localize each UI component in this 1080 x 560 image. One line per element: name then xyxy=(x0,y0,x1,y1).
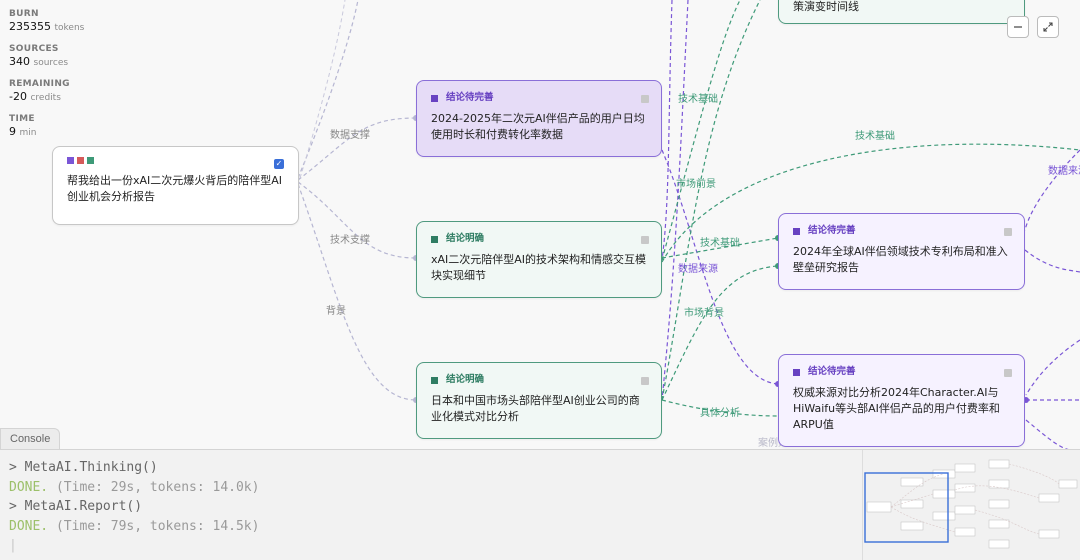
stat-remaining-label: REMAINING xyxy=(9,79,70,89)
console-detail: (Time: 29s, tokens: 14.0k) xyxy=(55,479,260,495)
console-status: DONE. xyxy=(9,518,49,534)
research-node-user-data[interactable]: 结论待完善 2024-2025年二次元AI伴侣产品的用户日均使用时长和付费转化率… xyxy=(416,80,662,157)
node-status: 结论待完善 xyxy=(446,92,494,103)
edge-root-node3 xyxy=(297,183,417,401)
edge-purple-5 xyxy=(1024,149,1080,231)
console-tab[interactable]: Console xyxy=(0,428,60,449)
stat-time-value: 9 xyxy=(9,125,16,138)
edge-label-data-support: 数据支撑 xyxy=(330,128,370,141)
edge-purple-3 xyxy=(661,0,689,401)
node-text: 2024年全球AI伴侣领域技术专利布局和准入壁垒研究报告 xyxy=(793,245,1008,274)
edge-label-data-source-2: 数据来源 xyxy=(1048,164,1080,177)
console-command: MetaAI.Thinking() xyxy=(24,460,158,475)
edge-label-tech-support: 技术支撑 xyxy=(330,233,370,246)
edge-purple-7 xyxy=(1025,339,1080,396)
edge-label-data-source-1: 数据来源 xyxy=(678,262,718,275)
node-text: 权威来源对比分析2024年Character.AI与HiWaifu等头部AI伴侣… xyxy=(793,386,1000,431)
stat-sources-label: SOURCES xyxy=(9,44,59,54)
edge-green-1 xyxy=(661,0,741,261)
stat-remaining-value: -20 xyxy=(9,90,27,103)
edge-root-up xyxy=(297,0,359,179)
graph-canvas[interactable]: 数据支撑 技术支撑 背景 技术基础 技术基础 技术基础 市场前景 数据来源 数据… xyxy=(0,0,1080,450)
console-status: DONE. xyxy=(9,479,49,495)
expand-icon xyxy=(1043,22,1053,32)
stat-sources: SOURCES 340 sources xyxy=(9,44,99,70)
node-status: 结论待完善 xyxy=(808,366,856,377)
status-square-icon xyxy=(793,227,800,235)
graph-minimap[interactable] xyxy=(862,450,1080,560)
research-node-policy-timeline[interactable]: 策演变时间线 xyxy=(778,0,1025,24)
research-node-tech-architecture[interactable]: 结论明确 xAI二次元陪伴型AI的技术架构和情感交互模块实现细节 xyxy=(416,221,662,298)
edge-green-4 xyxy=(661,399,779,417)
edge-green-3 xyxy=(661,265,779,401)
stat-burn-value: 235355 xyxy=(9,20,51,33)
node-text: xAI二次元陪伴型AI的技术架构和情感交互模块实现细节 xyxy=(431,253,647,282)
document-icon[interactable] xyxy=(641,377,649,385)
research-node-patent-layout[interactable]: 结论待完善 2024年全球AI伴侣领域技术专利布局和准入壁垒研究报告 xyxy=(778,213,1025,290)
stat-burn-unit: tokens xyxy=(54,23,85,33)
stat-remaining-unit: credits xyxy=(30,93,61,103)
console-cursor[interactable]: | xyxy=(9,538,17,553)
node-text: 策演变时间线 xyxy=(793,0,859,13)
research-node-arpu-comparison[interactable]: 结论待完善 权威来源对比分析2024年Character.AI与HiWaifu等… xyxy=(778,354,1025,447)
edge-root-up2 xyxy=(299,0,346,179)
status-square-icon xyxy=(431,94,438,102)
document-icon[interactable] xyxy=(1004,228,1012,236)
stat-burn-label: BURN xyxy=(9,9,39,19)
root-color-squares xyxy=(67,157,284,164)
console-line: > MetaAI.Report() xyxy=(9,497,1071,517)
check-icon[interactable]: ✓ xyxy=(274,159,284,169)
stat-time: TIME 9 min xyxy=(9,114,99,140)
node-text: 2024-2025年二次元AI伴侣产品的用户日均使用时长和付费转化率数据 xyxy=(431,112,645,141)
console-line: DONE. (Time: 29s, tokens: 14.0k) xyxy=(9,478,1071,498)
edge-green-6 xyxy=(661,143,1080,263)
node-text: 日本和中国市场头部陪伴型AI创业公司的商业化模式对比分析 xyxy=(431,394,640,423)
edge-root-node1 xyxy=(297,117,417,181)
node-status: 结论明确 xyxy=(446,374,485,385)
edge-green-2 xyxy=(661,237,779,259)
document-icon[interactable] xyxy=(641,95,649,103)
node-status: 结论待完善 xyxy=(808,225,856,236)
minus-icon xyxy=(1014,26,1022,28)
root-query-node[interactable]: ✓ 帮我给出一份xAI二次元爆火背后的陪伴型AI创业机会分析报告 xyxy=(52,146,299,225)
document-icon[interactable] xyxy=(641,236,649,244)
stat-sources-value: 340 xyxy=(9,55,30,68)
console-panel: Console > MetaAI.Thinking() DONE. (Time:… xyxy=(0,428,1080,560)
console-line: DONE. (Time: 79s, tokens: 14.5k) xyxy=(9,517,1071,537)
document-icon[interactable] xyxy=(1004,369,1012,377)
stat-time-label: TIME xyxy=(9,114,35,124)
status-square-icon xyxy=(793,368,800,376)
edge-label-tech-base-3: 技术基础 xyxy=(700,236,740,249)
research-node-business-model[interactable]: 结论明确 日本和中国市场头部陪伴型AI创业公司的商业化模式对比分析 xyxy=(416,362,662,439)
edge-label-tech-base-1: 技术基础 xyxy=(678,92,718,105)
edge-purple-2 xyxy=(661,0,673,261)
edge-root-node2 xyxy=(297,181,417,259)
stat-sources-unit: sources xyxy=(33,58,69,68)
node-status: 结论明确 xyxy=(446,233,485,244)
fit-view-button[interactable] xyxy=(1037,16,1059,38)
edge-purple-4 xyxy=(1024,249,1080,273)
edge-label-tech-base-2: 技术基础 xyxy=(855,129,895,142)
console-detail: (Time: 79s, tokens: 14.5k) xyxy=(55,518,260,534)
stats-panel: BURN 235355 tokens SOURCES 340 sources R… xyxy=(9,9,99,149)
console-prompt: > xyxy=(9,499,17,514)
zoom-out-button[interactable] xyxy=(1007,16,1029,38)
stat-time-unit: min xyxy=(19,128,37,138)
edge-label-background: 背景 xyxy=(326,304,346,317)
edge-label-market-background: 市场背景 xyxy=(684,306,724,319)
root-query-text: 帮我给出一份xAI二次元爆火背后的陪伴型AI创业机会分析报告 xyxy=(67,174,283,203)
status-square-icon xyxy=(431,376,438,384)
console-command: MetaAI.Report() xyxy=(24,499,143,514)
console-prompt: > xyxy=(9,460,17,475)
stat-burn: BURN 235355 tokens xyxy=(9,9,99,35)
console-line: > MetaAI.Thinking() xyxy=(9,458,1071,478)
edge-purple-1 xyxy=(661,149,779,385)
stat-remaining: REMAINING -20 credits xyxy=(9,79,99,105)
minimap-graphic xyxy=(864,459,1078,549)
edge-label-specific-analysis: 具体分析 xyxy=(700,406,740,419)
status-square-icon xyxy=(431,235,438,243)
minimap-viewport xyxy=(864,472,949,543)
edge-label-market-outlook: 市场前景 xyxy=(676,177,716,190)
edge-green-5 xyxy=(661,0,761,401)
